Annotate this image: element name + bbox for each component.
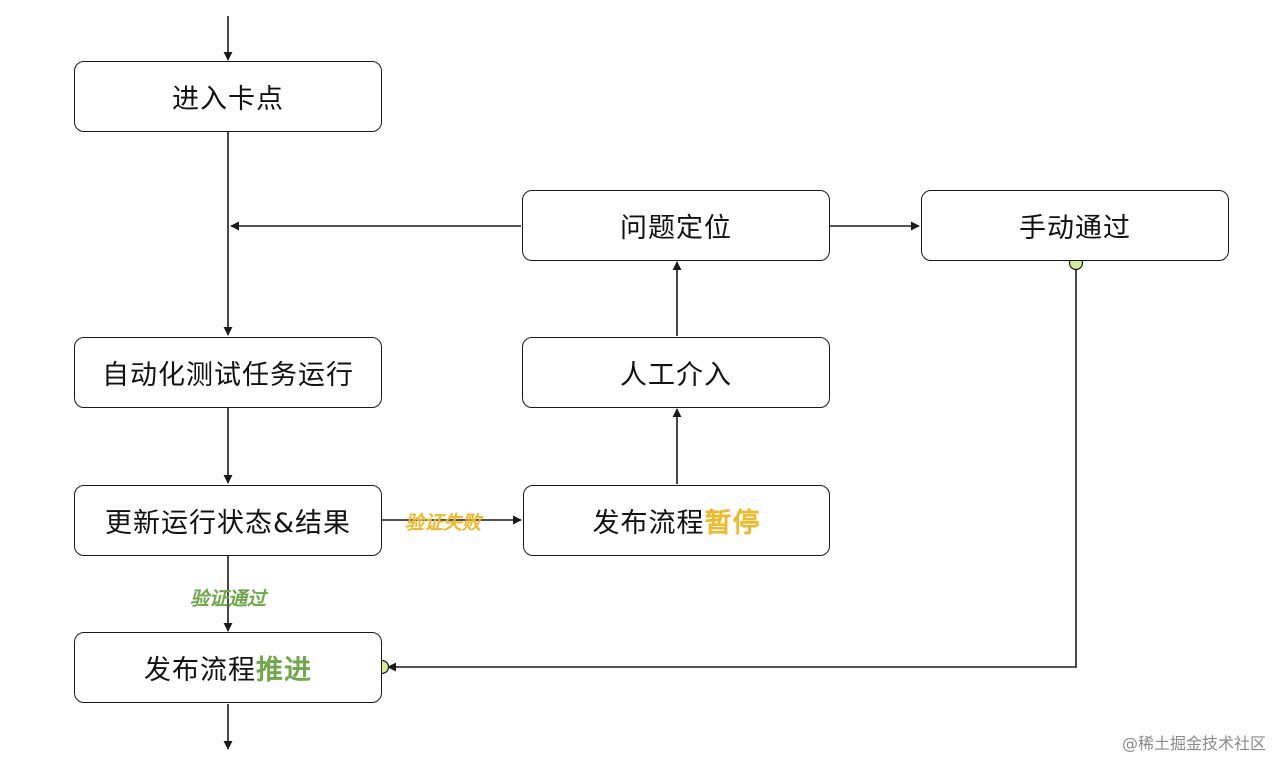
- node-manual-intervention: 人工介入: [522, 337, 830, 408]
- node-auto-test-run: 自动化测试任务运行: [74, 337, 382, 408]
- node-release-advance-highlight: 推进: [256, 655, 312, 686]
- edge-label-verify-passed: 验证通过: [190, 588, 267, 610]
- node-auto-test-run-label: 自动化测试任务运行: [102, 360, 354, 391]
- node-release-pause-prefix: 发布流程: [592, 508, 705, 539]
- edge-label-verify-failed: 验证失败: [405, 512, 482, 534]
- node-update-status: 更新运行状态&结果: [74, 485, 382, 556]
- node-manual-pass-label: 手动通过: [1019, 213, 1131, 244]
- node-release-advance-prefix: 发布流程: [144, 655, 256, 686]
- node-locate-issue: 问题定位: [522, 190, 830, 261]
- node-release-pause-highlight: 暂停: [704, 508, 761, 539]
- watermark: @稀土掘金技术社区: [1121, 734, 1266, 753]
- arrow-manual-pass-to-advance: [387, 263, 1077, 672]
- node-release-pause: 发布流程暂停: [523, 485, 830, 556]
- node-enter-checkpoint-label: 进入卡点: [172, 84, 284, 115]
- node-manual-pass: 手动通过: [921, 190, 1229, 261]
- node-enter-checkpoint: 进入卡点: [74, 61, 382, 132]
- node-manual-intervention-label: 人工介入: [620, 360, 732, 391]
- node-locate-issue-label: 问题定位: [620, 213, 732, 244]
- node-update-status-label: 更新运行状态&结果: [104, 508, 352, 539]
- node-release-advance: 发布流程推进: [74, 632, 382, 703]
